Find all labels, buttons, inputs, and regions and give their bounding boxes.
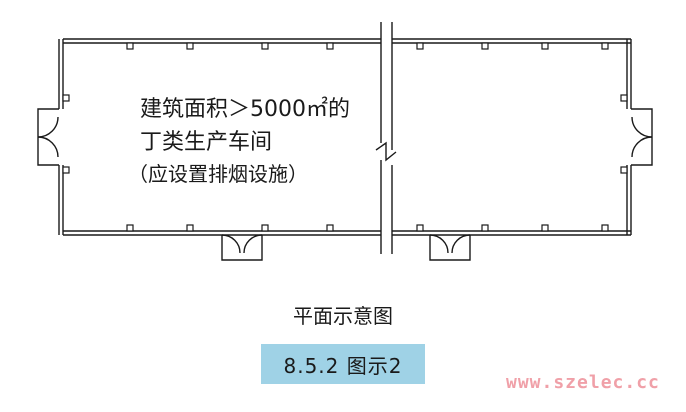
column-marker [261, 224, 269, 232]
column-marker [416, 224, 424, 232]
area-note-line2: 丁类生产车间 [140, 130, 273, 155]
area-note-line1: 建筑面积＞5000㎡的 [140, 97, 350, 122]
right-building-walls [392, 38, 632, 236]
column-marker [186, 42, 194, 50]
column-marker [541, 42, 549, 50]
column-marker [62, 166, 70, 174]
column-marker [481, 224, 489, 232]
right-entrance [631, 108, 653, 166]
column-marker [62, 94, 70, 102]
left-bottom-entrance [221, 234, 263, 261]
figure-caption: 平面示意图 [293, 304, 393, 328]
right-bottom-entrance [429, 234, 471, 261]
column-marker [601, 224, 609, 232]
column-marker [326, 42, 334, 50]
fire-wall [375, 22, 397, 254]
column-marker [126, 42, 134, 50]
column-marker [541, 224, 549, 232]
column-marker [481, 42, 489, 50]
column-marker [601, 42, 609, 50]
column-marker [186, 224, 194, 232]
column-markers [62, 42, 628, 232]
figure-number-badge: 8.5.2 图示2 [261, 344, 425, 384]
watermark: www.szelec.cc [506, 372, 660, 393]
column-marker [326, 224, 334, 232]
column-marker [261, 42, 269, 50]
column-marker [416, 42, 424, 50]
area-note-line3: （应设置排烟设施） [128, 162, 308, 186]
column-marker [126, 224, 134, 232]
column-marker [620, 94, 628, 102]
column-marker [620, 166, 628, 174]
left-entrance [37, 108, 59, 166]
